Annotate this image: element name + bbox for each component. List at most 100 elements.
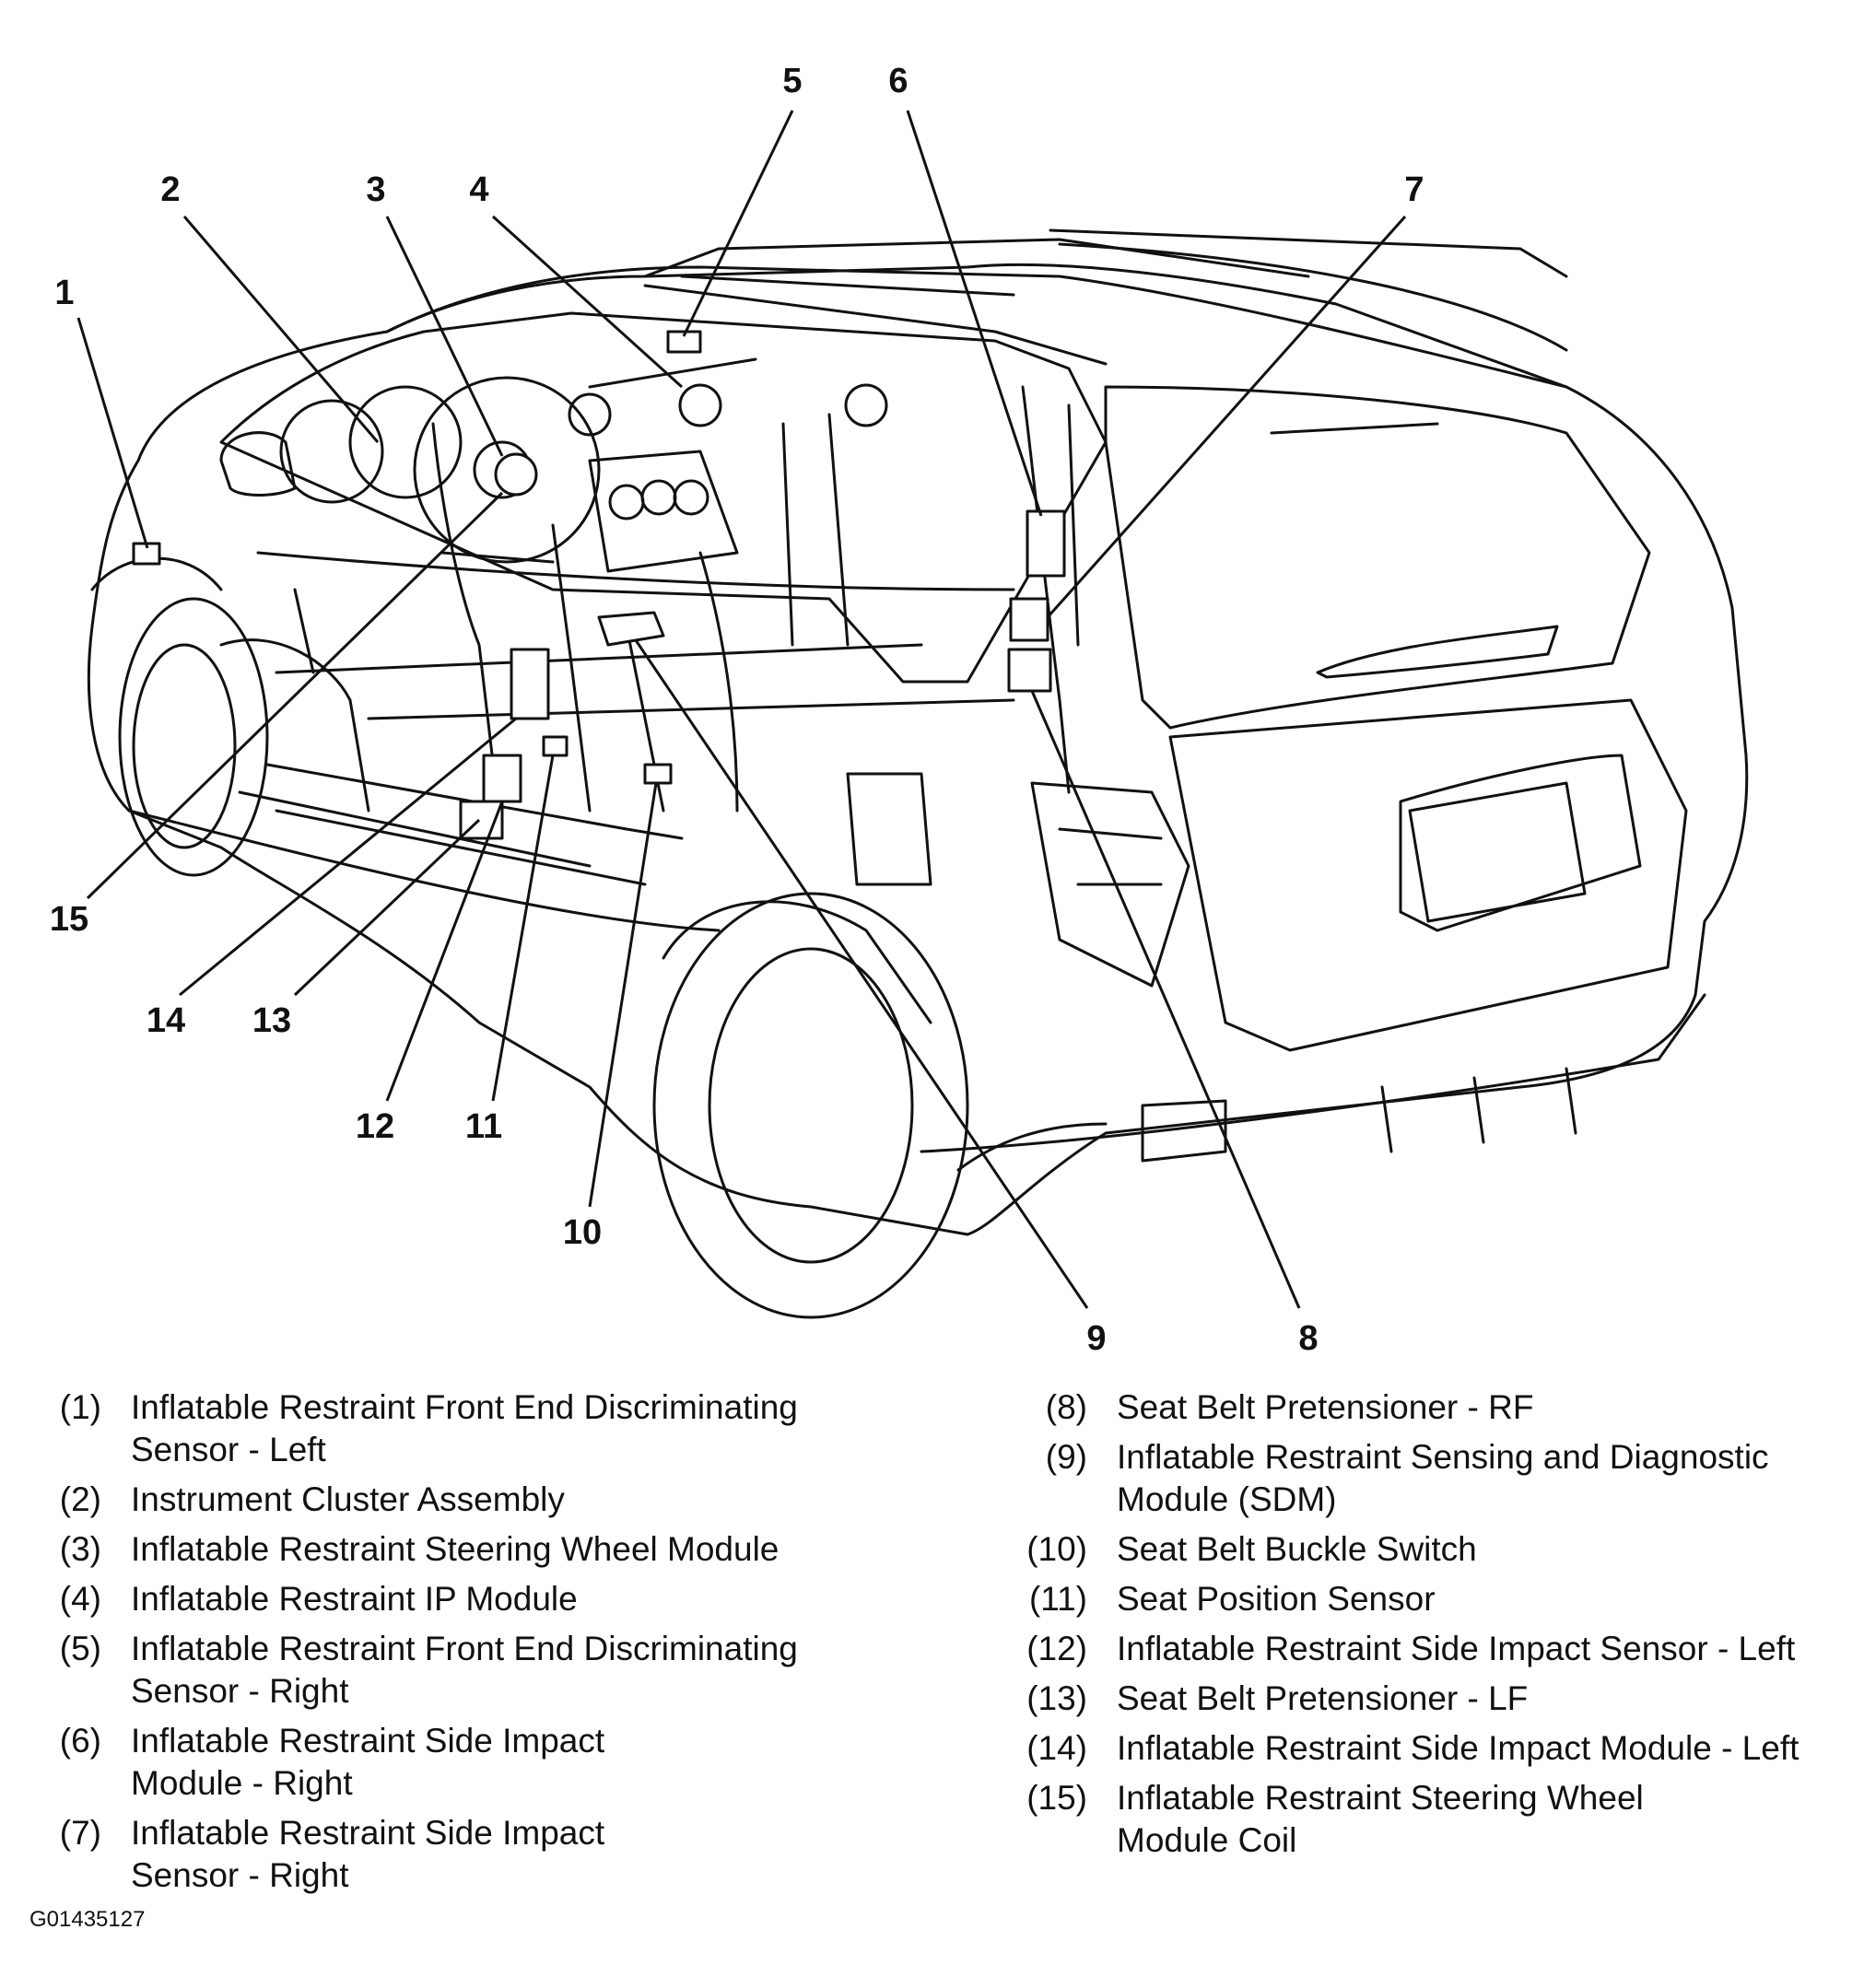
legend-item-line: Seat Belt Pretensioner - RF — [1117, 1388, 1534, 1426]
legend-item-text: Instrument Cluster Assembly — [131, 1479, 958, 1521]
legend-item-text: Seat Position Sensor — [1117, 1578, 1852, 1620]
legend-item: (3)Inflatable Restraint Steering Wheel M… — [28, 1528, 958, 1571]
legend-item-number: (14) — [1026, 1729, 1087, 1767]
leader-line-6 — [906, 110, 1043, 517]
legend-item-number: (8) — [1045, 1388, 1087, 1426]
leader-line-1 — [76, 317, 149, 549]
legend-item-number: (4) — [59, 1580, 101, 1618]
legend-item: (11) Seat Position Sensor — [995, 1578, 1852, 1620]
front-sensor-right-marker — [666, 330, 702, 354]
legend-item-line: Sensor - Right — [131, 1672, 349, 1710]
legend-item-line: Inflatable Restraint Side Impact — [131, 1722, 605, 1760]
legend-item: (1)Inflatable Restraint Front End Discri… — [28, 1386, 958, 1471]
legend-item: (10) Seat Belt Buckle Switch — [995, 1528, 1852, 1571]
legend-item-text: Inflatable Restraint Front End Discrimin… — [131, 1386, 958, 1471]
legend-item-text: Inflatable Restraint Side Impact Sensor … — [1117, 1628, 1852, 1670]
figure-id: G01435127 — [29, 1907, 146, 1932]
pretensioner-rf-marker — [1007, 648, 1052, 693]
leader-line-14 — [179, 717, 517, 997]
leader-line-12 — [385, 801, 504, 1102]
callout-number-7: 7 — [1404, 170, 1424, 209]
legend-item-line: Instrument Cluster Assembly — [131, 1480, 565, 1518]
leader-line-15 — [86, 491, 504, 900]
callout-number-3: 3 — [366, 170, 385, 209]
legend-item-number: (10) — [1026, 1530, 1087, 1568]
callout-number-13: 13 — [252, 1001, 291, 1040]
callout-number-2: 2 — [160, 170, 180, 209]
legend-item-line: Module Coil — [1117, 1821, 1297, 1859]
legend-right-column: (8) Seat Belt Pretensioner - RF (9) Inflata… — [995, 1386, 1852, 1869]
legend-item-text: Seat Belt Pretensioner - RF — [1117, 1386, 1852, 1429]
legend-item: (12) Inflatable Restraint Side Impact Sen… — [995, 1628, 1852, 1670]
callout-number-5: 5 — [782, 62, 802, 100]
legend-item-text: Seat Belt Buckle Switch — [1117, 1528, 1852, 1571]
legend-item-text: Inflatable Restraint Front End Discrimin… — [131, 1628, 958, 1713]
callout-number-4: 4 — [469, 170, 488, 209]
leader-line-7 — [1046, 216, 1407, 618]
legend-item: (8) Seat Belt Pretensioner - RF — [995, 1386, 1852, 1429]
callout-number-12: 12 — [356, 1107, 394, 1146]
legend-item-line: Inflatable Restraint IP Module — [131, 1580, 578, 1618]
leader-line-8 — [1030, 690, 1301, 1309]
callout-number-10: 10 — [563, 1213, 602, 1252]
sdm-marker — [597, 611, 665, 647]
leader-line-13 — [293, 818, 481, 997]
callout-number-1: 1 — [54, 274, 74, 312]
buckle-switch-marker — [643, 763, 673, 785]
legend-item-line: Inflatable Restraint Front End Discrimin… — [131, 1388, 798, 1426]
legend-item-line: Module (SDM) — [1117, 1480, 1337, 1518]
legend-item-number: (13) — [1026, 1679, 1087, 1717]
side-impact-sensor-right-marker — [1009, 597, 1049, 642]
legend-item-text: Inflatable Restraint Side Impact Module … — [1117, 1727, 1852, 1770]
seat-position-sensor-marker — [542, 735, 569, 757]
legend-item-number: (7) — [59, 1814, 101, 1852]
callout-number-6: 6 — [888, 62, 908, 100]
legend-item-line: Sensor - Right — [131, 1856, 349, 1894]
side-impact-module-right-marker — [1026, 509, 1066, 578]
leader-line-4 — [491, 215, 684, 389]
legend-item-line: Module - Right — [131, 1764, 353, 1802]
legend-item-line: Inflatable Restraint Steering Wheel Modu… — [131, 1530, 780, 1568]
legend-item: (14) Inflatable Restraint Side Impact Mod… — [995, 1727, 1852, 1770]
legend-item-line: Inflatable Restraint Front End Discrimin… — [131, 1630, 798, 1667]
steering-wheel-module-marker — [494, 452, 538, 497]
legend-item-number: (2) — [59, 1480, 101, 1518]
legend-item-text: Seat Belt Pretensioner - LF — [1117, 1678, 1852, 1720]
legend-item-line: Seat Belt Pretensioner - LF — [1117, 1679, 1529, 1717]
legend-item-line: Inflatable Restraint Side Impact Sensor … — [1117, 1630, 1796, 1667]
legend-item-line: Seat Position Sensor — [1117, 1580, 1436, 1618]
leader-line-5 — [682, 110, 794, 337]
legend-item-number: (6) — [59, 1722, 101, 1760]
side-impact-sensor-left-marker — [482, 754, 522, 803]
legend-item-number: (11) — [1028, 1580, 1087, 1618]
legend-item-text: Inflatable Restraint Steering Wheel Modu… — [131, 1528, 958, 1571]
legend-item-line: Seat Belt Buckle Switch — [1117, 1530, 1477, 1568]
leader-line-3 — [385, 216, 504, 457]
callout-number-15: 15 — [50, 900, 88, 939]
legend-item-number: (9) — [1045, 1438, 1087, 1476]
legend-item-number: (12) — [1026, 1630, 1087, 1667]
legend-item-number: (5) — [59, 1630, 101, 1667]
legend-item: (5) Inflatable Restraint Front End Discri… — [28, 1628, 958, 1713]
side-impact-module-left-marker — [510, 648, 550, 720]
legend-item: (2) Instrument Cluster Assembly — [28, 1479, 958, 1521]
legend-left-column: (1)Inflatable Restraint Front End Discri… — [28, 1386, 958, 1904]
leader-line-11 — [491, 754, 555, 1102]
legend-item: (4) Inflatable Restraint IP Module — [28, 1578, 958, 1620]
legend-item-text: Inflatable Restraint IP Module — [131, 1578, 958, 1620]
leader-line-9 — [634, 639, 1089, 1309]
component-markers — [132, 330, 1066, 840]
leader-lines — [76, 110, 1407, 1309]
callout-number-11: 11 — [465, 1107, 502, 1146]
callout-number-9: 9 — [1086, 1319, 1106, 1358]
legend-item-text: Inflatable Restraint Sensing and Diagnos… — [1117, 1436, 1852, 1521]
legend-item-line: Sensor - Left — [131, 1431, 326, 1468]
